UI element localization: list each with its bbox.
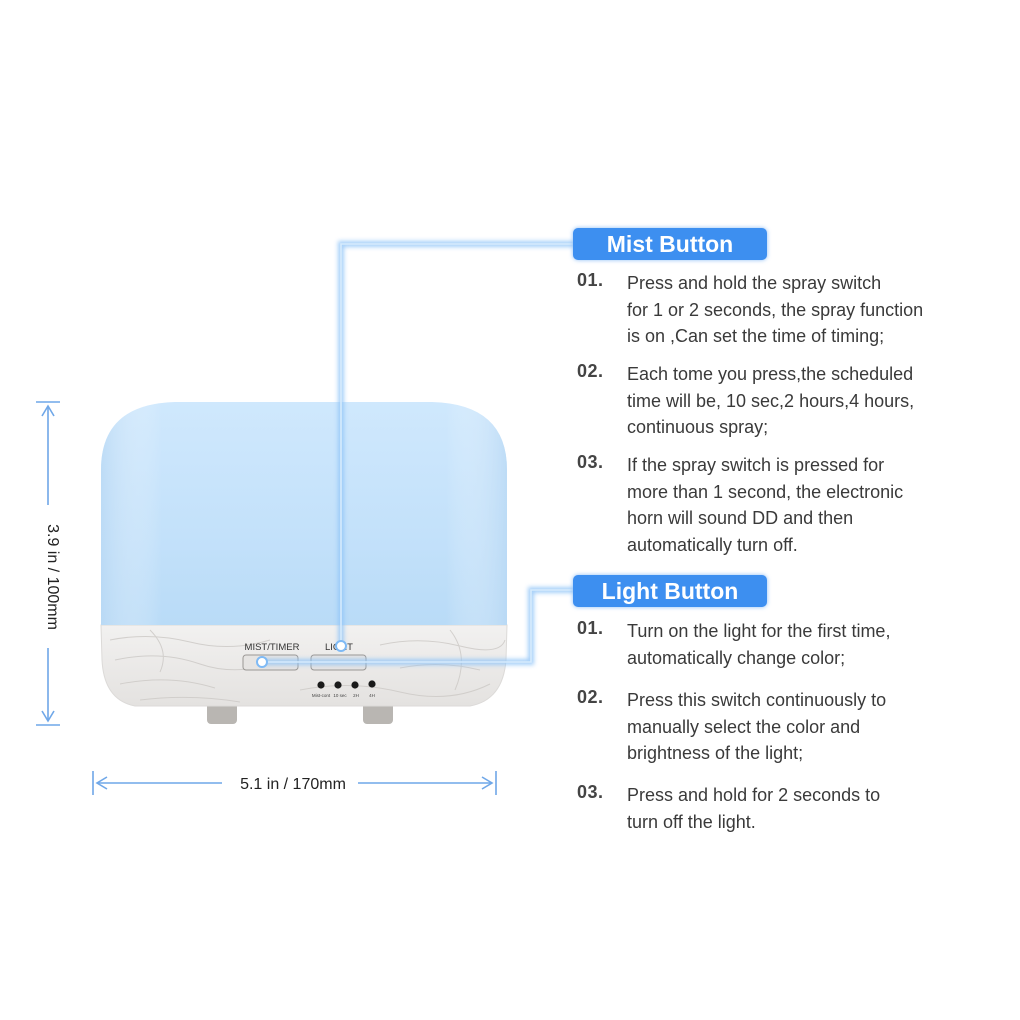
item-number: 02. <box>577 361 604 381</box>
indicator-2h <box>351 681 359 689</box>
item-text: Press this switch continuously to manual… <box>627 690 887 763</box>
foot-right <box>363 702 393 724</box>
item-text: Press and hold for 2 seconds to turn off… <box>627 785 881 832</box>
height-dimension <box>36 401 60 726</box>
indicator-label: Mist-cont <box>312 693 331 698</box>
item-number: 02. <box>577 687 604 707</box>
indicator-label: 10 sec <box>333 693 347 698</box>
wood-grain <box>109 629 506 703</box>
height-label: 3.9 in / 100mm <box>44 524 61 630</box>
mist-callout-dot <box>335 640 347 652</box>
item-number: 01. <box>577 618 604 638</box>
wood-base <box>100 624 508 707</box>
light-button-title: Light Button <box>573 575 767 607</box>
item-text: Turn on the light for the first time, au… <box>627 621 891 668</box>
item-text: Press and hold the spray switch for 1 or… <box>627 273 924 346</box>
indicator-label: 4H <box>369 693 375 698</box>
indicator-mist-cont <box>317 681 325 689</box>
item-number: 03. <box>577 782 604 802</box>
mist-button-title: Mist Button <box>573 228 767 260</box>
indicator-lights: Mist-cont 10 sec 2H 4H <box>312 680 376 698</box>
width-label: 5.1 in / 170mm <box>240 776 346 793</box>
light-callout-dot <box>256 656 268 668</box>
light-callout-line <box>262 587 574 665</box>
item-text: If the spray switch is pressed for more … <box>627 455 904 555</box>
foot-left <box>207 702 237 724</box>
item-number: 03. <box>577 452 604 472</box>
indicator-label: 2H <box>353 693 359 698</box>
mist-timer-label: MIST/TIMER <box>245 642 300 653</box>
item-number: 01. <box>577 270 604 290</box>
width-dimension <box>92 771 497 795</box>
item-text: Each tome you press,the scheduled time w… <box>627 364 915 437</box>
indicator-4h <box>368 680 376 688</box>
indicator-10sec <box>334 681 342 689</box>
mist-callout-line <box>338 241 574 646</box>
